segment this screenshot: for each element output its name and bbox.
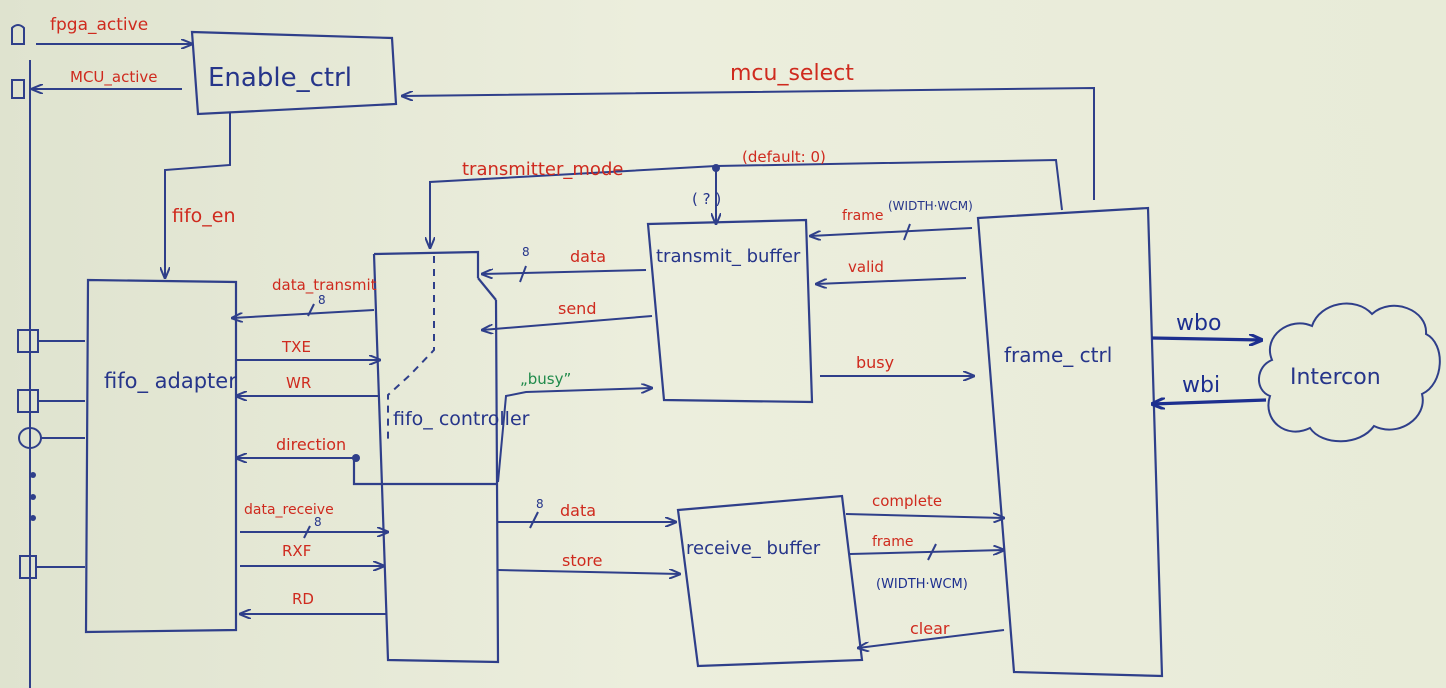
fifo-controller-block [372, 253, 500, 664]
frame-out-width: (WIDTH·WCM) [876, 577, 968, 592]
enable-ctrl-block [190, 30, 398, 116]
fifo-en-label: fifo_en [172, 205, 236, 227]
receive-buffer-label: receive_ buffer [686, 538, 821, 559]
mcu-active-label: MCU_active [70, 68, 158, 87]
send-wire [482, 315, 653, 330]
frame-in-wire [810, 227, 973, 236]
data-receive-label: data_receive [244, 502, 334, 518]
fifo-controller-label: fifo_ controller [393, 408, 530, 430]
complete-wire [845, 514, 1004, 518]
intercon-label: Intercon [1290, 365, 1381, 390]
enable-ctrl-label: Enable_ctrl [208, 63, 352, 93]
fifo-controller-inner [352, 458, 498, 486]
data-transmit-bus-tick [307, 303, 315, 317]
intercon-cloud [1258, 302, 1441, 443]
send-label: send [558, 299, 596, 318]
fifo-controller-split [387, 256, 435, 440]
rx-data-width: 8 [536, 497, 544, 511]
tx-data-label: data [570, 247, 606, 266]
store-label: store [562, 551, 602, 570]
frame-ctrl-label: frame_ ctrl [1004, 343, 1112, 367]
frame-in-label: frame [842, 208, 884, 224]
clear-label: clear [910, 619, 950, 638]
tx-data-bus-tick [519, 265, 527, 283]
wbi-wire [1152, 400, 1267, 404]
rx-data-bus-tick [529, 511, 539, 529]
transmitter-mode-default: (default: 0) [742, 148, 826, 166]
complete-label: complete [872, 492, 942, 510]
data-transmit-wire [232, 309, 375, 318]
txe-label: TXE [281, 338, 311, 356]
rx-data-label: data [560, 501, 596, 520]
transmitter-mode-brackets: ( ? ) [692, 190, 721, 208]
clear-wire [858, 629, 1005, 648]
receive-buffer-block [676, 494, 864, 668]
mcu-pin [11, 79, 25, 99]
valid-wire [816, 277, 967, 284]
frame-out-wire [849, 550, 1004, 554]
data-transmit-label: data_transmit [272, 276, 377, 295]
fifo-pin-2 [17, 389, 39, 413]
frame-ctrl-block [976, 206, 1164, 678]
valid-label: valid [848, 258, 884, 276]
frame-out-bus-tick [927, 543, 937, 561]
store-wire [497, 570, 680, 574]
direction-junction [352, 454, 360, 462]
frame-in-bus-tick [903, 223, 911, 241]
transmit-buffer-block [646, 218, 814, 404]
pin-ellipsis-dot [30, 515, 36, 521]
data-receive-bus-tick [303, 525, 311, 539]
fifo-adapter-block [84, 278, 238, 634]
pin-ellipsis-dot [30, 494, 36, 500]
busy-label: busy [856, 353, 894, 372]
frame-out-label: frame [872, 534, 914, 550]
fifo-adapter-label-1: fifo_ adapter [104, 369, 237, 394]
tx-data-width: 8 [522, 245, 530, 259]
busy-quote-label: „busy” [520, 370, 571, 388]
fpga-active-label: fpga_active [50, 15, 148, 35]
fifo-pin-n [19, 555, 37, 579]
fifo-controller-block-top [373, 250, 480, 278]
transmitter-mode-label: transmitter_mode [462, 159, 623, 180]
mcu-select-wire [402, 86, 1095, 200]
wbo-wire [1151, 338, 1262, 340]
transmit-buffer-label: transmit_ buffer [656, 246, 801, 267]
frame-in-width: (WIDTH·WCM) [888, 199, 973, 213]
fpga-pin [11, 24, 25, 45]
rxf-label: RXF [282, 542, 311, 560]
data-transmit-width: 8 [318, 293, 326, 307]
wr-label: WR [286, 374, 311, 392]
fifo-controller-block-corner [477, 277, 497, 301]
wbo-label: wbo [1176, 311, 1221, 336]
mcu-select-label: mcu_select [730, 61, 854, 86]
rd-label: RD [292, 590, 314, 608]
wbi-label: wbi [1182, 373, 1220, 398]
fifo-pin-1 [17, 329, 39, 353]
busy-quote-wire [497, 388, 652, 483]
data-receive-width: 8 [314, 515, 322, 529]
tx-data-wire [482, 270, 647, 274]
pin-ellipsis-dot [30, 472, 36, 478]
direction-label: direction [276, 435, 346, 454]
fifo-en-wire [165, 112, 231, 278]
